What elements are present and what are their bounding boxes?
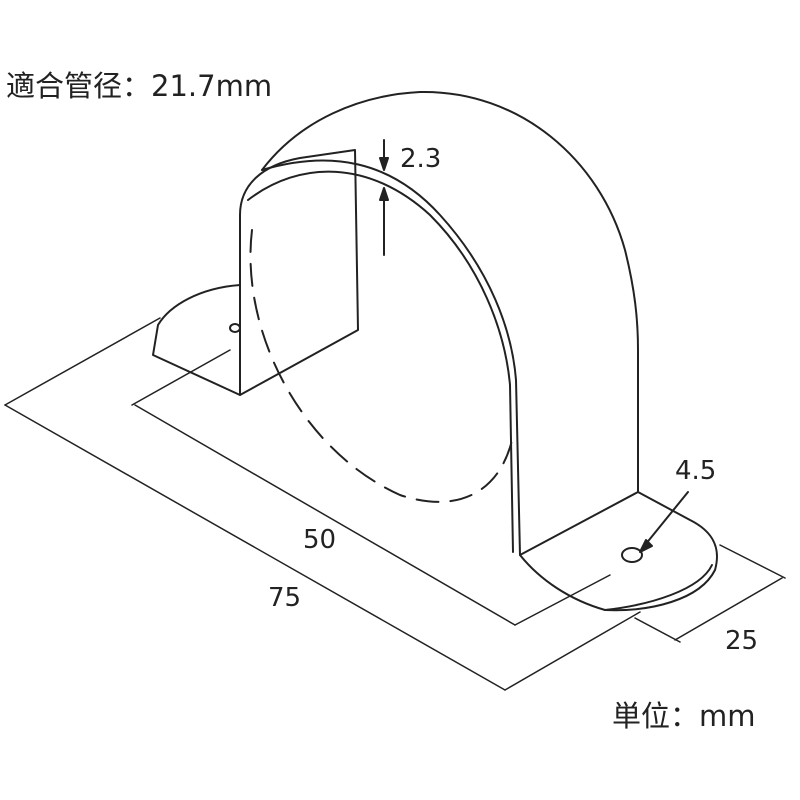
left-hole	[229, 323, 241, 333]
inner-span-dimension	[131, 349, 611, 626]
overall-length-label: 75	[268, 583, 302, 613]
right-foot-edge	[604, 564, 713, 611]
width-dimension	[634, 544, 786, 643]
left-foot	[152, 284, 241, 396]
left-leg	[239, 149, 359, 396]
inner-arch	[261, 159, 521, 556]
hole-leader	[639, 491, 689, 553]
right-foot	[519, 491, 718, 612]
width-label: 25	[725, 626, 759, 656]
unit-label: 単位：mm	[612, 699, 756, 733]
thickness-dimension	[379, 139, 389, 256]
inner-arch-edge	[247, 170, 514, 553]
thickness-label: 2.3	[400, 144, 442, 174]
hole-diameter-label: 4.5	[675, 456, 717, 486]
outer-arch	[261, 90, 639, 493]
pipe-outline-dashed	[249, 229, 513, 503]
overall-length-dimension	[4, 317, 641, 691]
inner-span-label: 50	[303, 525, 337, 555]
applicable-pipe-diameter-label: 適合管径：21.7mm	[6, 69, 273, 103]
right-hole	[621, 547, 643, 563]
